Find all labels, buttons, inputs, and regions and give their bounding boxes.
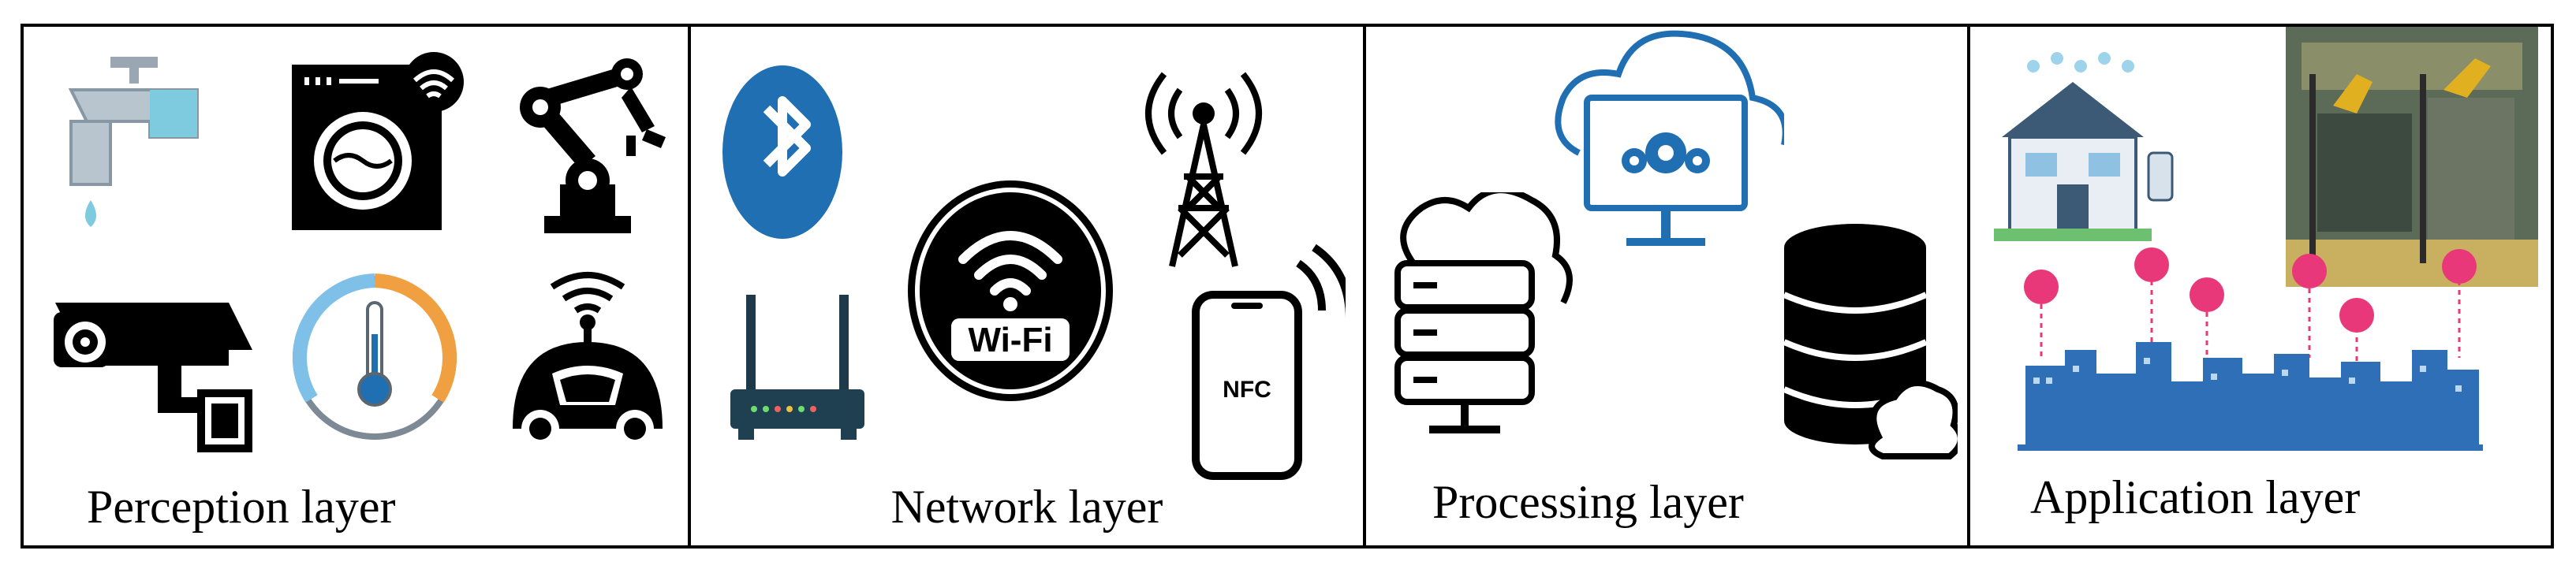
wifi-text: Wi-Fi (968, 321, 1052, 359)
thermometer-gauge-icon (284, 263, 465, 452)
network-layer-label: Network layer (890, 481, 1163, 533)
security-camera-icon (39, 271, 268, 460)
faucet-icon (55, 43, 213, 247)
autonomous-vehicle-icon (497, 263, 678, 452)
factory-photo (2286, 27, 2538, 287)
wifi-icon: Wi-Fi (904, 177, 1117, 405)
network-layer-panel: Wi-Fi NFC Network layer (691, 27, 1366, 545)
smart-home-icon (1994, 43, 2175, 247)
cloud-monitor-icon (1547, 27, 1784, 287)
processing-layer-panel: Processing layer (1366, 27, 1970, 545)
cell-tower-icon (1125, 50, 1282, 271)
nfc-phone-icon: NFC (1188, 240, 1346, 484)
perception-layer-label: Perception layer (87, 481, 396, 533)
processing-layer-label: Processing layer (1432, 476, 1744, 528)
bluetooth-icon (719, 61, 846, 243)
nfc-text: NFC (1223, 377, 1271, 403)
application-layer-panel: Application layer (1970, 27, 2551, 545)
application-layer-label: Application layer (2030, 471, 2361, 523)
iot-layers-diagram: Perception layer Wi-Fi (21, 24, 2554, 549)
router-icon (722, 279, 872, 452)
perception-layer-panel: Perception layer (24, 27, 691, 545)
washing-machine-icon (284, 50, 465, 240)
database-cloud-icon (1776, 216, 1958, 468)
cloud-server-icon (1382, 192, 1587, 452)
smart-city-icon (2018, 247, 2483, 452)
robot-arm-icon (497, 43, 678, 247)
